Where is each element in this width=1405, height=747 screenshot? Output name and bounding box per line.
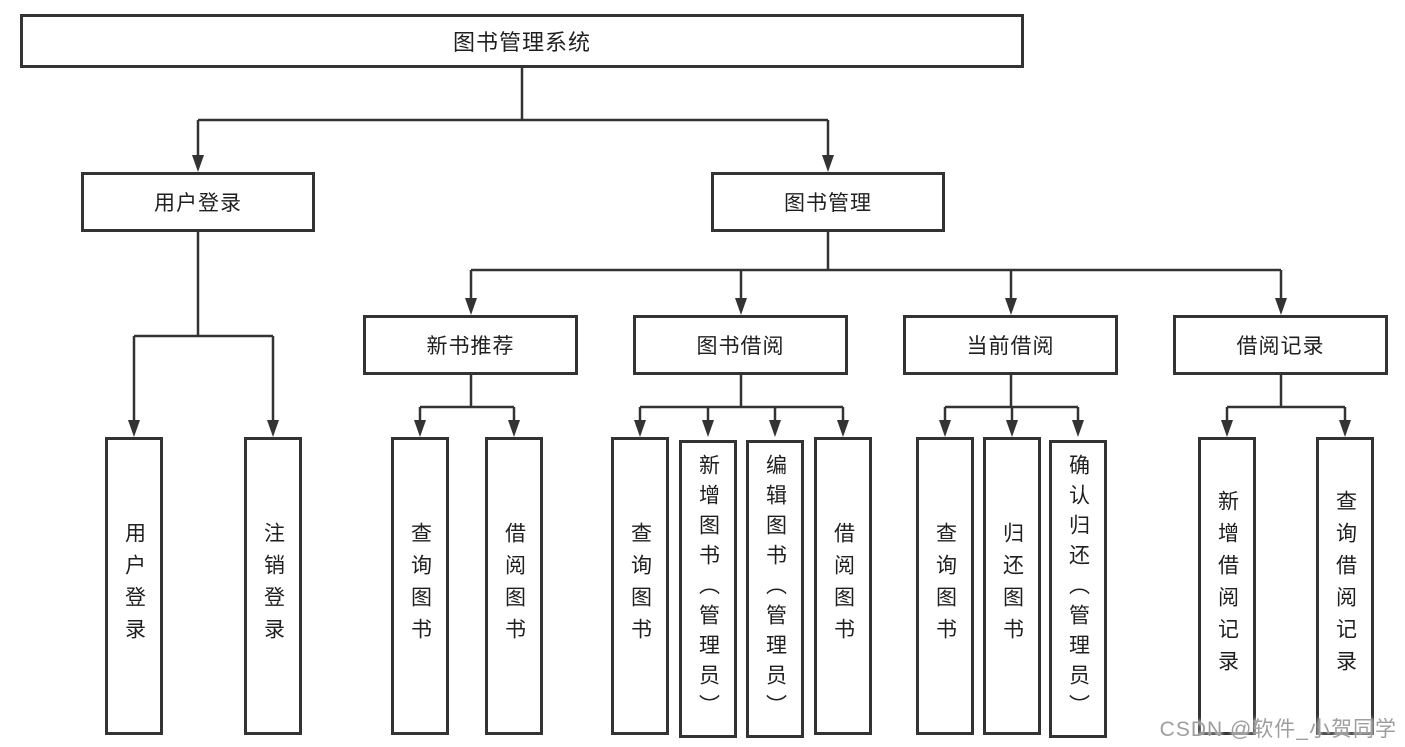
arrowhead-down-icon bbox=[1339, 420, 1351, 437]
node-label: 图书管理 bbox=[784, 192, 872, 215]
node-label: 新书推荐 bbox=[426, 335, 515, 358]
connector-line bbox=[469, 232, 1283, 307]
arrowhead-down-icon bbox=[1221, 420, 1233, 437]
csdn-watermark: CSDN @软件_小贺同学 bbox=[1159, 718, 1397, 741]
leaf-add-book-admin: 新增图书（管理员） bbox=[679, 440, 737, 738]
leaf-label: 注销登录 bbox=[261, 522, 285, 650]
node-book-borrowing: 图书借阅 bbox=[633, 315, 848, 375]
arrowhead-down-icon bbox=[702, 420, 714, 437]
leaf-borrow-books-borrowing: 借阅图书 bbox=[814, 437, 872, 735]
arrowhead-down-icon bbox=[1275, 298, 1287, 315]
arrowhead-down-icon bbox=[735, 298, 747, 315]
leaf-label: 归还图书 bbox=[1000, 522, 1024, 650]
leaf-user-login: 用户登录 bbox=[105, 437, 163, 735]
connector-new-book-recommend-to-leaves bbox=[414, 375, 520, 437]
arrowhead-down-icon bbox=[939, 420, 951, 437]
connector-user-login-to-leaves bbox=[128, 232, 279, 437]
arrowhead-down-icon bbox=[1006, 420, 1018, 437]
node-borrowing-records: 借阅记录 bbox=[1173, 315, 1388, 375]
connector-line bbox=[943, 375, 1080, 429]
leaf-query-books-borrowing: 查询图书 bbox=[611, 437, 669, 735]
connector-root-to-level2 bbox=[192, 68, 834, 172]
node-label: 当前借阅 bbox=[966, 335, 1055, 358]
arrowhead-down-icon bbox=[465, 298, 477, 315]
connector-borrowing-records-to-leaves bbox=[1221, 375, 1351, 437]
node-label: 图书借阅 bbox=[696, 335, 785, 358]
leaf-label: 编辑图书（管理员） bbox=[763, 454, 787, 724]
arrowhead-down-icon bbox=[1005, 298, 1017, 315]
leaf-label: 借阅图书 bbox=[831, 522, 855, 650]
arrowhead-down-icon bbox=[837, 420, 849, 437]
node-book-management: 图书管理 bbox=[711, 172, 945, 232]
leaf-add-borrow-record: 新增借阅记录 bbox=[1198, 437, 1256, 735]
connector-line bbox=[132, 232, 275, 429]
leaf-return-books: 归还图书 bbox=[983, 437, 1041, 735]
connector-line bbox=[418, 375, 516, 429]
leaf-label: 查询图书 bbox=[408, 522, 432, 650]
arrowhead-down-icon bbox=[822, 155, 834, 172]
leaf-label: 用户登录 bbox=[122, 522, 146, 650]
node-user-login: 用户登录 bbox=[81, 172, 315, 232]
node-label: 用户登录 bbox=[154, 192, 242, 215]
arrowhead-down-icon bbox=[267, 420, 279, 437]
node-new-book-recommend: 新书推荐 bbox=[363, 315, 578, 375]
arrowhead-down-icon bbox=[1072, 420, 1084, 437]
connector-line bbox=[196, 68, 830, 164]
leaf-borrow-books-recommend: 借阅图书 bbox=[485, 437, 543, 735]
arrowhead-down-icon bbox=[769, 420, 781, 437]
leaf-logout: 注销登录 bbox=[244, 437, 302, 735]
connector-book-management-to-level3 bbox=[465, 232, 1287, 315]
leaf-label: 借阅图书 bbox=[502, 522, 526, 650]
leaf-label: 查询图书 bbox=[933, 522, 957, 650]
node-library-management-system: 图书管理系统 bbox=[20, 14, 1024, 68]
leaf-confirm-return-admin: 确认归还（管理员） bbox=[1049, 440, 1107, 738]
leaf-label: 查询图书 bbox=[628, 522, 652, 650]
connector-line bbox=[638, 375, 845, 429]
arrowhead-down-icon bbox=[634, 420, 646, 437]
leaf-edit-book-admin: 编辑图书（管理员） bbox=[746, 440, 804, 738]
node-current-borrowing: 当前借阅 bbox=[903, 315, 1118, 375]
connector-current-borrowing-to-leaves bbox=[939, 375, 1084, 437]
arrowhead-down-icon bbox=[414, 420, 426, 437]
node-label: 借阅记录 bbox=[1236, 335, 1325, 358]
leaf-label: 查询借阅记录 bbox=[1333, 490, 1357, 682]
leaf-query-books-current: 查询图书 bbox=[916, 437, 974, 735]
leaf-query-books-recommend: 查询图书 bbox=[391, 437, 449, 735]
leaf-label: 确认归还（管理员） bbox=[1066, 454, 1090, 724]
arrowhead-down-icon bbox=[508, 420, 520, 437]
leaf-label: 新增借阅记录 bbox=[1215, 490, 1239, 682]
connector-line bbox=[1225, 375, 1347, 429]
leaf-query-borrow-record: 查询借阅记录 bbox=[1316, 437, 1374, 735]
connector-book-borrowing-to-leaves bbox=[634, 375, 849, 437]
leaf-label: 新增图书（管理员） bbox=[696, 454, 720, 724]
arrowhead-down-icon bbox=[128, 420, 140, 437]
arrowhead-down-icon bbox=[192, 155, 204, 172]
node-label: 图书管理系统 bbox=[452, 30, 591, 55]
